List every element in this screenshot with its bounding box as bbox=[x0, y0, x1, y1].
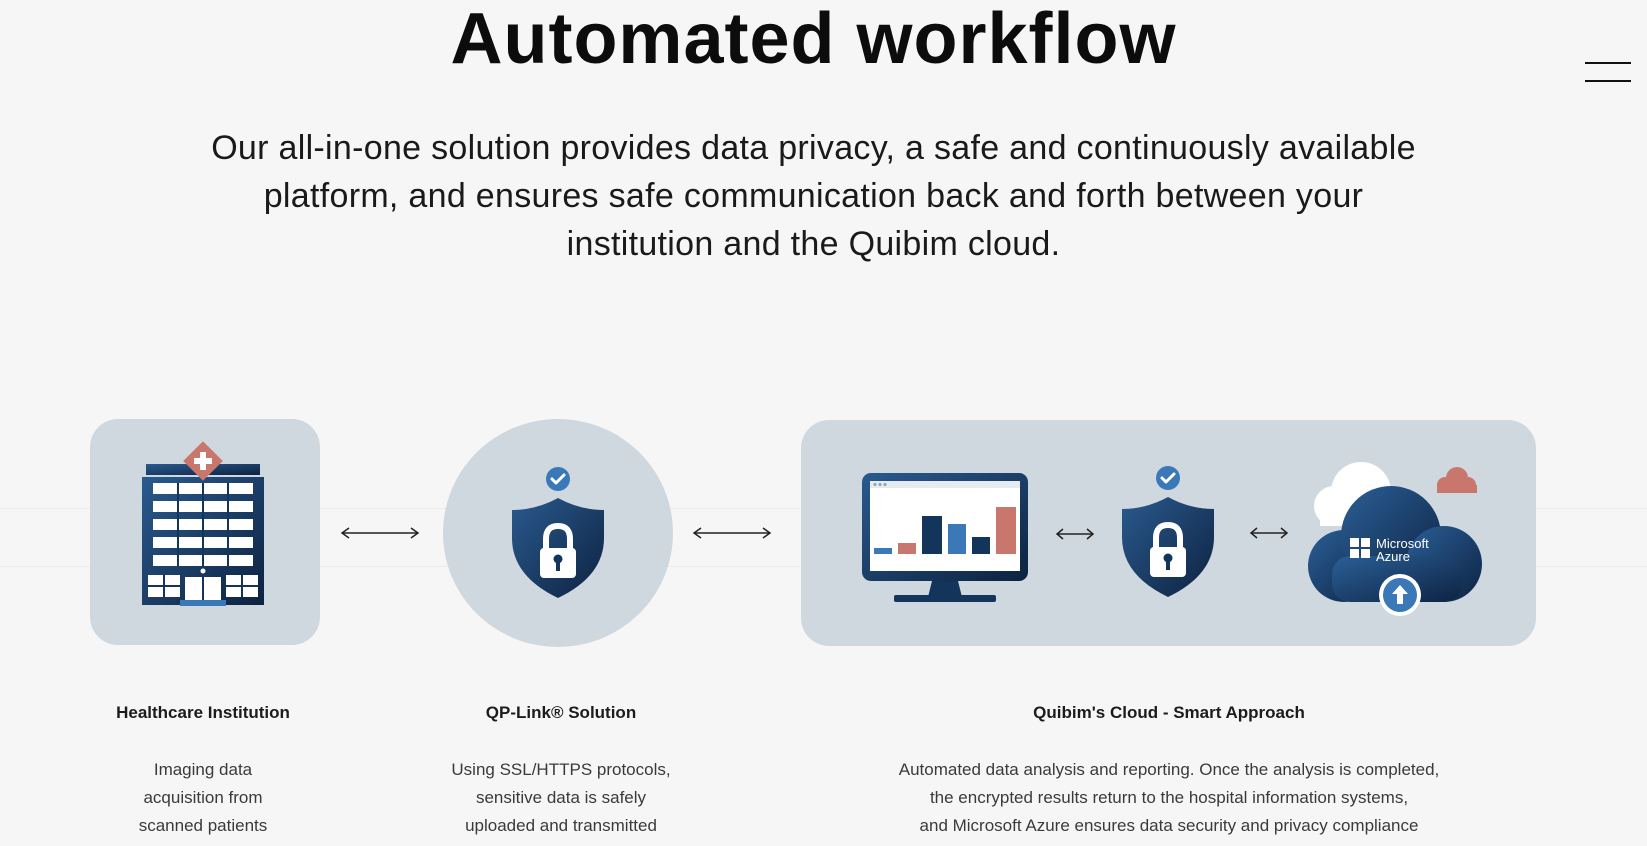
page-title: Automated workflow bbox=[450, 0, 1177, 79]
hamburger-menu-icon[interactable] bbox=[1585, 62, 1631, 84]
description-line: scanned patients bbox=[138, 816, 268, 835]
monitor-bar-chart-icon bbox=[862, 473, 1028, 602]
description-line: Using SSL/HTTPS protocols, bbox=[451, 760, 671, 779]
double-arrow-icon bbox=[340, 527, 420, 539]
double-arrow-icon bbox=[1055, 528, 1095, 540]
description-line: acquisition from bbox=[143, 788, 263, 807]
qp-link-title: QP-Link® Solution bbox=[485, 703, 637, 722]
security-shield-lock-icon bbox=[1122, 466, 1214, 597]
security-shield-lock-icon bbox=[512, 467, 604, 598]
azure-logo-line: Azure bbox=[1376, 549, 1410, 564]
healthcare-institution-description: Imaging data acquisition from scanned pa… bbox=[90, 756, 316, 840]
description-line: Imaging data bbox=[153, 760, 253, 779]
double-arrow-icon bbox=[692, 527, 772, 539]
double-arrow-icon bbox=[1249, 527, 1289, 539]
description-line: the encrypted results return to the hosp… bbox=[929, 788, 1409, 807]
description-line: uploaded and transmitted bbox=[465, 816, 657, 835]
qp-link-description: Using SSL/HTTPS protocols, sensitive dat… bbox=[433, 756, 689, 840]
intro-line: Our all-in-one solution provides data pr… bbox=[211, 129, 1416, 167]
hospital-building-icon bbox=[142, 441, 264, 606]
description-line: and Microsoft Azure ensures data securit… bbox=[919, 816, 1419, 835]
quibim-cloud-description: Automated data analysis and reporting. O… bbox=[820, 756, 1518, 840]
description-line: Automated data analysis and reporting. O… bbox=[898, 760, 1440, 779]
healthcare-institution-title: Healthcare Institution bbox=[116, 703, 290, 722]
intro-line: platform, and ensures safe communication… bbox=[263, 177, 1364, 215]
intro-line: institution and the Quibim cloud. bbox=[566, 225, 1061, 263]
quibim-cloud-title: Quibim's Cloud - Smart Approach bbox=[1033, 703, 1305, 722]
microsoft-azure-cloud-icon: Microsoft Azure bbox=[1308, 462, 1482, 616]
intro-paragraph: Our all-in-one solution provides data pr… bbox=[160, 124, 1467, 268]
azure-logo-line: Microsoft bbox=[1376, 536, 1429, 551]
description-line: sensitive data is safely bbox=[475, 788, 647, 807]
